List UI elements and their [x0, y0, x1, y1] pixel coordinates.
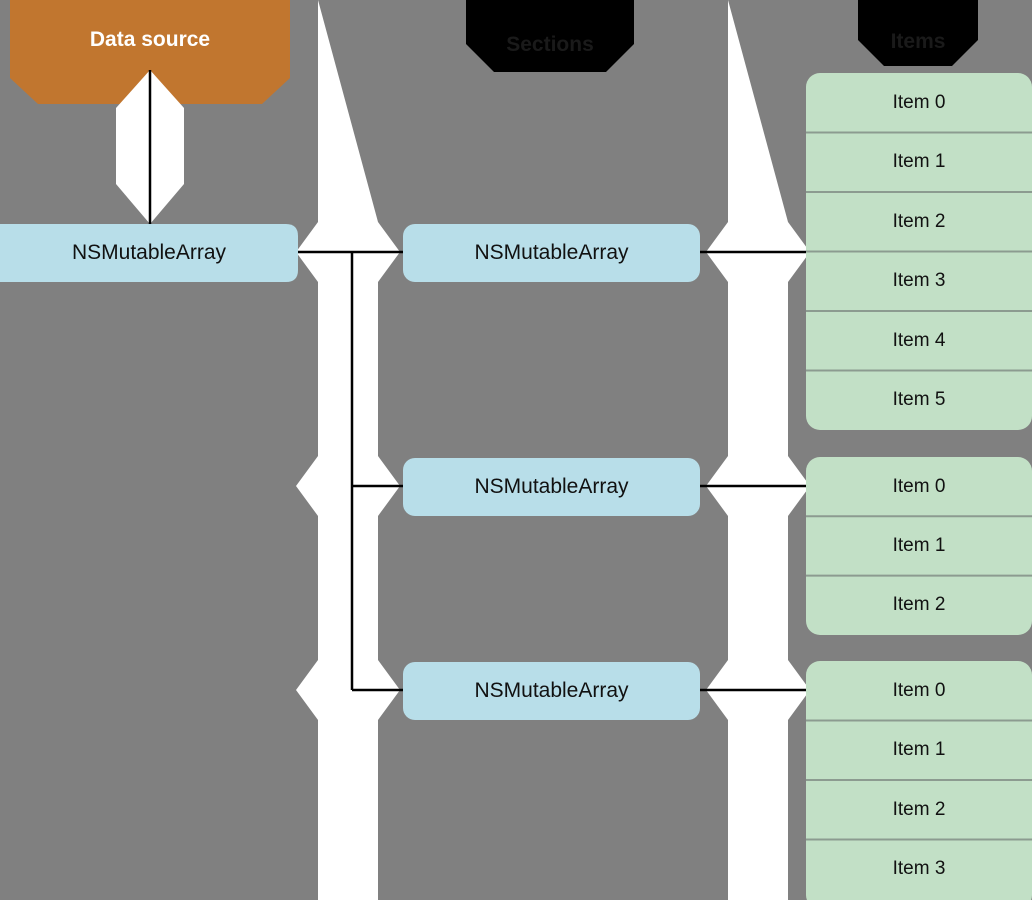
root-to-sections-connector	[298, 250, 403, 692]
data-source-header-label: Data source	[89, 28, 211, 51]
item-row[interactable]: Item 1	[892, 534, 946, 556]
data-source-header-shape	[10, 0, 290, 104]
item-group-3-dividers	[806, 719, 1032, 841]
item-row[interactable]: Item 2	[892, 798, 946, 820]
section-array-label-3[interactable]: NSMutableArray	[474, 679, 629, 702]
items-header-label: Items	[890, 30, 946, 53]
item-row[interactable]: Item 1	[892, 151, 946, 173]
gutter-band-left	[296, 0, 400, 900]
item-row[interactable]: Item 0	[892, 475, 946, 497]
item-row[interactable]: Item 0	[892, 679, 946, 701]
item-row[interactable]: Item 1	[892, 739, 946, 761]
item-row[interactable]: Item 2	[892, 594, 946, 616]
section-array-box-1	[403, 224, 700, 282]
item-row[interactable]: Item 3	[892, 270, 946, 292]
section-array-box-3	[403, 662, 700, 720]
section-array-label-2[interactable]: NSMutableArray	[474, 475, 629, 498]
item-group-2-panel	[806, 457, 1032, 635]
section-array-box-2	[403, 458, 700, 516]
gutter-band-right	[706, 0, 810, 900]
item-row[interactable]: Item 2	[892, 210, 946, 232]
section-array-label-1[interactable]: NSMutableArray	[474, 241, 629, 264]
item-row[interactable]: Item 5	[892, 389, 946, 411]
root-array-label[interactable]: NSMutableArray	[71, 241, 227, 264]
root-array-box	[0, 224, 298, 282]
item-row[interactable]: Item 0	[892, 91, 946, 113]
item-group-1-dividers	[806, 131, 1032, 372]
item-group-2-dividers	[806, 515, 1032, 577]
sections-to-items-connectors	[700, 250, 812, 692]
sections-header-label: Sections	[506, 33, 594, 56]
items-header-shape	[858, 0, 978, 66]
item-row[interactable]: Item 3	[892, 858, 946, 880]
item-row[interactable]: Item 4	[892, 329, 946, 351]
sections-header-shape	[466, 0, 634, 72]
